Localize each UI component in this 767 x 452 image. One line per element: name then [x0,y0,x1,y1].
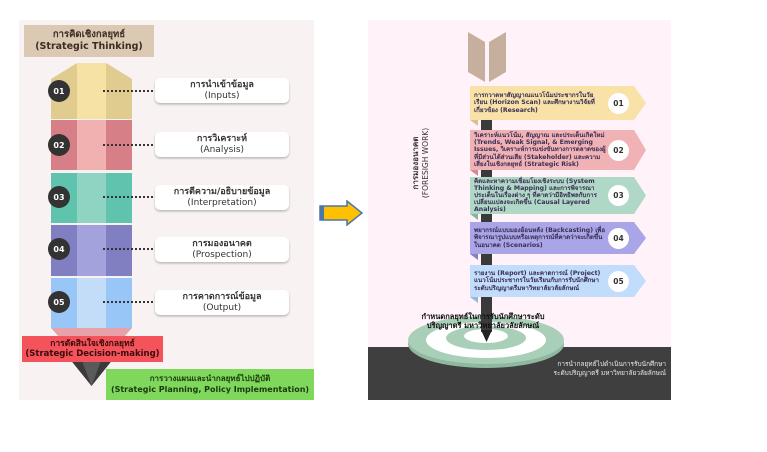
strategic-thinking-panel: การคิดเชิงกลยุทธ์ (Strategic Thinking) 0… [19,20,314,400]
step-number-badge: 02 [608,139,629,161]
connector-dots [103,248,153,250]
foresight-step-04: พยากรณ์แบบมองย้อนหลัง (Backcasting) เพื่… [470,222,646,260]
step-badge-05: 05 [48,291,70,313]
title-thai: การคิดเชิงกลยุทธ์ [52,29,126,41]
connector-dots [103,144,153,146]
implementation-caption: การนำกลยุทธ์ไปดำเนินการรับนักศึกษาระดับป… [553,360,666,378]
step-number-badge: 04 [608,227,629,249]
foresight-work-label: การมองอนาคต (FORESIGH WORK) [410,127,431,199]
strategic-thinking-title: การคิดเชิงกลยุทธ์ (Strategic Thinking) [24,25,154,57]
connector-dots [103,196,153,198]
foresight-work-panel: การมองอนาคต (FORESIGH WORK) การกวาดหาสัญ… [368,20,671,400]
step-label-output: การคาดการณ์ข้อมูล (Output) [155,290,289,315]
title-english: (Strategic Thinking) [35,41,143,52]
pencil-tip-icon [51,328,132,386]
step-number-badge: 03 [608,185,629,206]
step-label-analysis: การวิเคราะห์ (Analysis) [155,132,289,157]
foresight-step-01: การกวาดหาสัญญาณแนวโน้มประชากรในวัยเรียน … [470,86,646,126]
foresight-step-03: คิดและหาความเชื่อมโยงเชิงระบบ (System Th… [470,177,646,220]
step-badge-01: 01 [48,80,70,102]
step-badge-03: 03 [48,186,70,208]
step-label-interpretation: การตีความ/อธิบายข้อมูล (Interpretation) [155,185,289,210]
step-number-badge: 01 [608,92,629,114]
arrow-feather-icon [468,32,506,82]
arrow-tip-icon [481,330,492,342]
strategic-decision-box: การตัดสินใจเชิงกลยุทธ์ (Strategic Decisi… [22,336,163,362]
step-badge-02: 02 [48,134,70,156]
step-label-prospection: การมองอนาคต (Prospection) [155,237,289,262]
step-label-inputs: การนำเข้าข้อมูล (Inputs) [155,78,289,103]
target-caption: กำหนดกลยุทธ์ในการรับนักศึกษาระดับปริญญาต… [421,312,545,331]
step-badge-04: 04 [48,238,70,260]
connector-dots [103,90,153,92]
target-icon [408,316,564,368]
strategic-planning-box: การวางแผนและนำกลยุทธ์ไปปฏิบัติ (Strategi… [106,369,314,400]
foresight-step-02: วิเคราะห์แนวโน้ม, สัญญาณ และประเด็นเกิดใ… [470,130,646,176]
right-arrow-icon [319,200,363,226]
step-number-badge: 05 [608,270,629,292]
connector-dots [103,301,153,303]
foresight-step-05: รายงาน (Report) และคาดการณ์ (Project) แน… [470,265,646,303]
arrow-shaft [481,100,492,332]
pencil-cap-icon [51,63,132,119]
pencil-segment-03 [51,173,132,223]
